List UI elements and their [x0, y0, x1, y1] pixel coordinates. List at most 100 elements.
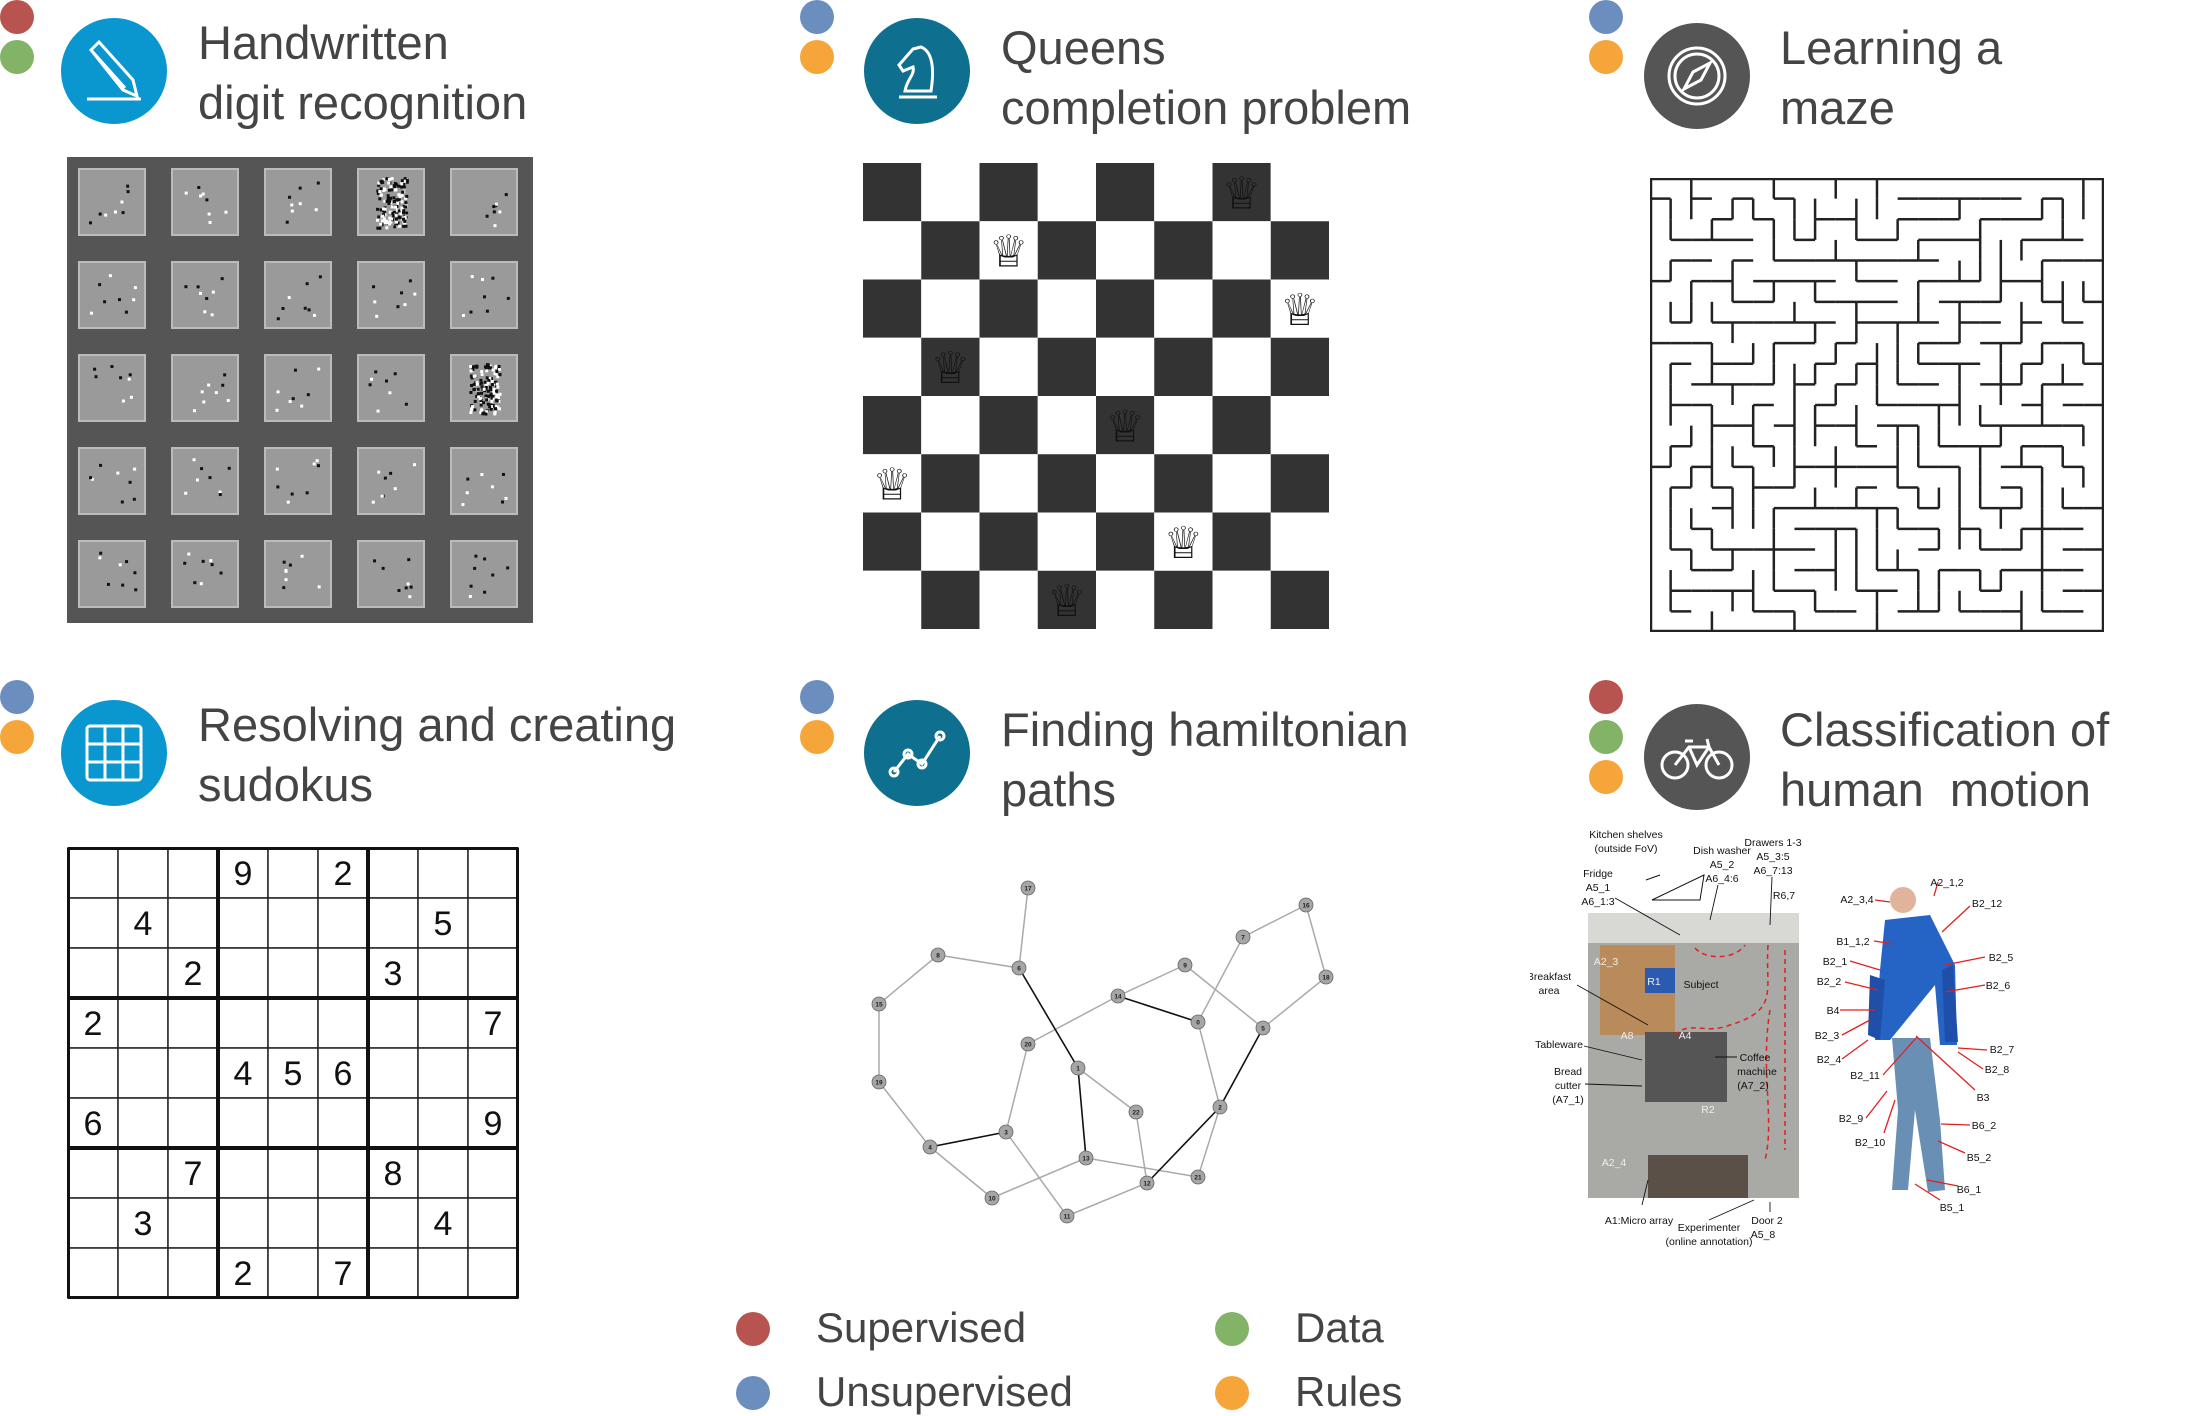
- graph-edge: [1197, 1106, 1221, 1178]
- digit-pixel: [298, 202, 302, 206]
- scene-label: Tableware: [1535, 1039, 1583, 1051]
- graph-node: [1139, 1175, 1155, 1191]
- digit-pixel: [484, 394, 488, 398]
- digit-pixel: [490, 400, 494, 404]
- panel-title: Queens: [1001, 21, 1166, 74]
- scene-label: area: [1538, 985, 1559, 997]
- digit-pixel: [402, 182, 406, 186]
- digit-pixel: [480, 381, 484, 385]
- digit-pixel: [403, 219, 407, 223]
- digit-pixel: [405, 194, 409, 198]
- digit-pixel: [487, 378, 491, 382]
- chess-square: [979, 337, 1038, 396]
- digit-pixel: [494, 202, 498, 206]
- digit-pixel: [402, 211, 406, 215]
- chess-square: [979, 279, 1038, 338]
- digit-pixel: [506, 296, 510, 300]
- chess-square: [979, 396, 1038, 455]
- digit-pixel: [469, 390, 473, 394]
- digit-pixel: [394, 217, 398, 221]
- tag-dot-unsupervised: [1589, 0, 1623, 34]
- digit-pixel: [494, 405, 498, 409]
- graph-edge: [1242, 904, 1307, 938]
- graph-node-label: 19: [875, 1080, 883, 1087]
- digit-pixel: [397, 209, 401, 213]
- tag-dot-data: [1589, 720, 1623, 754]
- digit-pixel: [388, 199, 392, 203]
- graph-node-label: 8: [936, 953, 940, 960]
- digit-pixel: [402, 204, 406, 208]
- digit-pixel: [480, 370, 484, 374]
- chess-square: [1270, 570, 1329, 629]
- sensor-label: B5_1: [1940, 1202, 1965, 1214]
- digit-pixel: [202, 400, 206, 404]
- chess-square: [1096, 512, 1155, 571]
- digit-pixel: [290, 209, 294, 213]
- person-head: [1890, 887, 1916, 913]
- digit-pixel: [397, 215, 401, 219]
- digit-pixel: [383, 188, 387, 192]
- digit-pixel: [388, 210, 392, 214]
- digit-pixel: [381, 566, 385, 570]
- digit-pixel: [282, 560, 286, 564]
- digit-pixel: [127, 377, 131, 381]
- scene-label: (A7_1): [1552, 1094, 1584, 1106]
- digit-pixel: [126, 184, 130, 188]
- graph-edge: [1085, 1157, 1199, 1178]
- chess-square: [921, 396, 980, 455]
- digit-pixel: [485, 214, 489, 218]
- digit-pixel: [492, 389, 496, 393]
- graph-edge: [929, 1146, 993, 1199]
- digit-pixel: [287, 296, 291, 300]
- legend-label-unsupervised: Unsupervised: [816, 1368, 1073, 1415]
- digit-pixel: [394, 213, 398, 217]
- digit-pixel: [393, 372, 397, 376]
- digit-pixel: [485, 376, 489, 380]
- digit-pixel: [385, 199, 389, 203]
- chess-square: [1037, 163, 1096, 222]
- digit-pixel: [379, 208, 383, 212]
- graph-edge: [878, 954, 939, 1005]
- graph-node: [871, 996, 887, 1012]
- digit-pixel: [491, 404, 495, 408]
- digit-pixel: [385, 226, 389, 230]
- digit-tile: [357, 261, 425, 329]
- digit-pixel: [376, 191, 380, 195]
- scene-label: Bread: [1554, 1066, 1582, 1078]
- digit-pixel: [471, 367, 475, 371]
- digit-pixel: [276, 390, 280, 394]
- digit-tile: [264, 447, 332, 515]
- digit-pixel: [398, 216, 402, 220]
- digit-pixel: [493, 407, 497, 411]
- sudoku-digit: 4: [234, 1055, 253, 1093]
- digit-tile: [171, 447, 239, 515]
- chess-square: [1096, 454, 1155, 513]
- digit-pixel: [389, 185, 393, 189]
- graph-edge: [1027, 995, 1119, 1045]
- chess-square: [1096, 221, 1155, 280]
- graph-node: [1235, 929, 1251, 945]
- digit-pixel: [486, 394, 490, 398]
- digit-pixel: [398, 195, 402, 199]
- digit-pixel: [226, 399, 230, 403]
- sudoku-digit: 7: [184, 1155, 203, 1193]
- scene-label: (online annotation): [1666, 1236, 1753, 1248]
- sudoku-cell: [467, 897, 519, 949]
- sensor-label: B2_5: [1989, 952, 2014, 964]
- sensor-label: B6_1: [1957, 1184, 1982, 1196]
- digit-pixel: [197, 186, 201, 190]
- sudoku-digit: 3: [134, 1205, 153, 1243]
- scene-label: (outside FoV): [1594, 843, 1657, 855]
- digit-pixel: [199, 582, 203, 586]
- graph-node-label: 10: [988, 1196, 996, 1203]
- digit-pixel: [388, 391, 392, 395]
- chess-square: [1037, 512, 1096, 571]
- digit-pixel: [495, 382, 499, 386]
- digit-tile: [264, 261, 332, 329]
- panel-title: Resolving and creating: [198, 698, 677, 751]
- digit-pixel: [221, 383, 225, 387]
- digit-pixel: [93, 367, 97, 371]
- digit-pixel: [479, 403, 483, 407]
- digit-pixel: [98, 556, 102, 560]
- digit-pixel: [117, 298, 121, 302]
